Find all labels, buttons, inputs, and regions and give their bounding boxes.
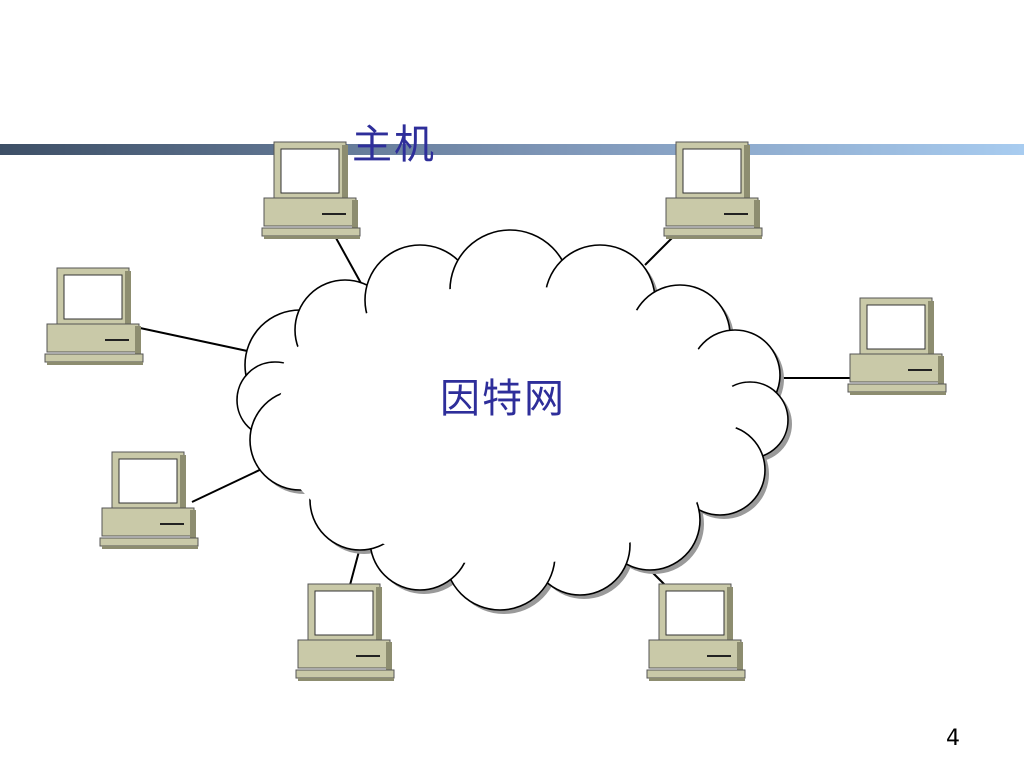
computer-right [847,297,947,395]
computer-bottom-right [646,583,746,681]
link-left-upper [139,327,253,353]
link-top-right [644,237,673,266]
computer-bottom-left [295,583,395,681]
link-top-left [335,237,363,286]
computer-top-left [261,141,361,239]
page-number: 4 [946,726,960,751]
host-label: 主机 [352,122,436,168]
computer-top-right [663,141,763,239]
computer-left-upper [44,267,144,365]
internet-cloud [236,229,792,614]
computers [44,141,947,681]
title-bar [0,144,1024,155]
computer-left-lower [99,451,199,549]
cloud-label: 因特网 [440,376,566,422]
